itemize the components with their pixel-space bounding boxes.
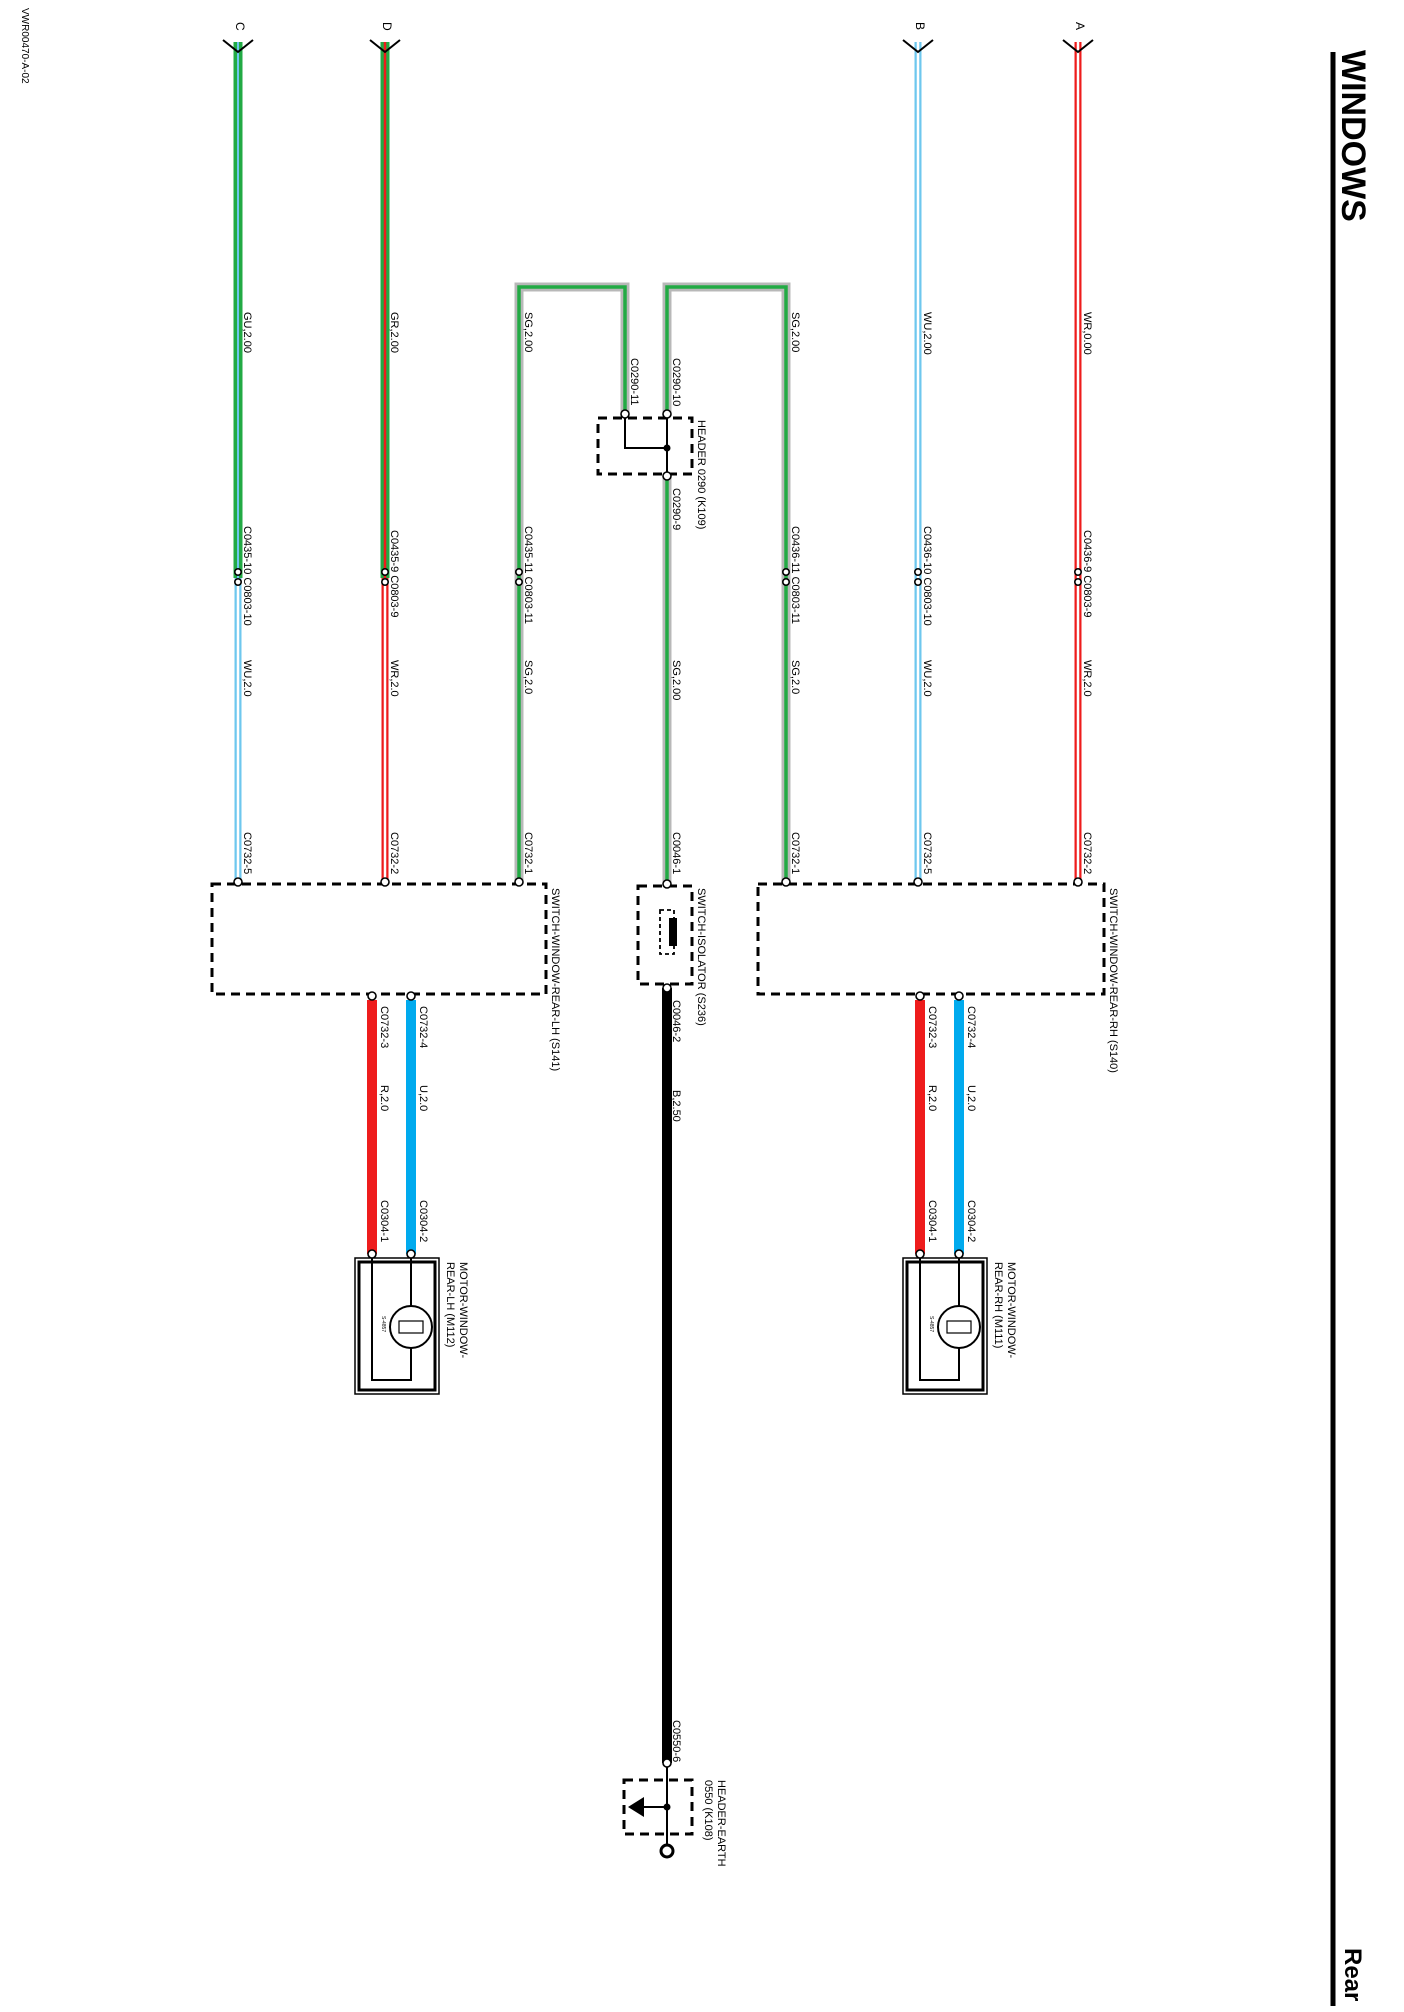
wire-lh-motor-r-label: R,2.0 xyxy=(378,1085,390,1111)
conn-rh-motor-1: C0304-1 xyxy=(926,1200,938,1242)
conn-rh-out-r: C0732-3 xyxy=(926,1006,938,1048)
figure-id: VWR00470-A-02 xyxy=(19,8,30,84)
wire-lh-motor-u-label: U,2.0 xyxy=(417,1085,429,1111)
conn-lh-out-u: C0732-4 xyxy=(417,1006,429,1048)
motor-rh-label-1: MOTOR-WINDOW- xyxy=(1005,1262,1017,1358)
conn-rh-out-u: C0732-4 xyxy=(965,1006,977,1048)
conn-lh-in-1: C0732-5 xyxy=(241,832,253,874)
motor-window-rear-lh xyxy=(354,1249,440,1395)
conn-hdr-10: C0290-10 xyxy=(670,358,682,406)
conn-rh-in-1: C0732-2 xyxy=(1081,832,1093,874)
switch-window-rear-lh xyxy=(210,877,548,1001)
earth-label-1: HEADER-EARTH xyxy=(715,1780,727,1867)
wire-d-bottom-label: WR,2.0 xyxy=(388,660,400,697)
motor-lh-label-2: REAR-LH (M112) xyxy=(444,1262,456,1347)
isolator-label: SWITCH-ISOLATOR (S236) xyxy=(695,888,707,1026)
conn-lh-out-r: C0732-3 xyxy=(378,1006,390,1048)
inline-pins xyxy=(234,567,1083,586)
wire-labels: WR,0.00 WR,2.0 WU,2.00 WU,2.0 SG,2.00 SG… xyxy=(241,312,1093,1122)
conn-lh-in-3: C0732-1 xyxy=(522,832,534,874)
wire-rh-sg-bottom-label: SG,2.0 xyxy=(789,660,801,694)
wire-lh-sg-bottom-label: SG,2.0 xyxy=(522,660,534,694)
conn-lh-sg-inline: C0435-11 C0803-11 xyxy=(522,526,534,624)
conn-lh-motor-2: C0304-2 xyxy=(417,1200,429,1242)
wire-earth-label: B,2.50 xyxy=(670,1090,682,1122)
switch-window-rear-rh xyxy=(756,877,1106,1001)
wire-rh-sg-top-label: SG,2.00 xyxy=(789,312,801,352)
wire-rh-sg xyxy=(662,282,791,882)
conn-rh-in-3: C0732-1 xyxy=(789,832,801,874)
ref-b-label: B xyxy=(913,22,927,30)
wire-a-bottom-label: WR,2.0 xyxy=(1081,660,1093,697)
motor-lh-mark: S-4857 xyxy=(380,1316,386,1332)
wire-d-top-label: GR,2.00 xyxy=(388,312,400,353)
wire-b-bottom-label: WU,2.0 xyxy=(921,660,933,697)
wire-group xyxy=(233,42,1082,1763)
conn-c-inline: C0435-10 C0803-10 xyxy=(241,526,253,626)
switch-lh-label: SWITCH-WINDOW-REAR-LH (S141) xyxy=(549,888,561,1071)
earth-label-2: 0550 (K108) xyxy=(702,1780,714,1841)
conn-rh-in-2: C0732-5 xyxy=(921,832,933,874)
header-0290 xyxy=(596,409,694,481)
motor-window-rear-rh xyxy=(902,1249,988,1395)
wire-c-top-label: GU,2.00 xyxy=(241,312,253,353)
header-earth-0550 xyxy=(622,1758,694,1859)
motor-rh-mark: S-4857 xyxy=(928,1316,934,1332)
motor-rh-label-2: REAR-RH (M111) xyxy=(992,1262,1004,1348)
ref-a-label: A xyxy=(1073,22,1087,30)
header-0290-label: HEADER 0290 (K109) xyxy=(695,420,707,529)
wire-lh-sg-top-label: SG,2.00 xyxy=(522,312,534,352)
conn-d-inline: C0435-9 C0803-9 xyxy=(388,530,400,617)
conn-a-inline: C0436-9 C0803-9 xyxy=(1081,530,1093,617)
page-title: WINDOWS xyxy=(1334,50,1372,222)
conn-iso-in: C0046-1 xyxy=(670,832,682,874)
conn-lh-in-2: C0732-2 xyxy=(388,832,400,874)
wire-a-top-label: WR,0.00 xyxy=(1081,312,1093,355)
motor-lh-label-1: MOTOR-WINDOW- xyxy=(457,1262,469,1358)
conn-lh-motor-1: C0304-1 xyxy=(378,1200,390,1242)
conn-rh-motor-2: C0304-2 xyxy=(965,1200,977,1242)
page-subtitle: Rear xyxy=(1339,1948,1366,2001)
wire-b-top-label: WU,2.00 xyxy=(921,312,933,355)
conn-b-inline: C0436-10 C0803-10 xyxy=(921,526,933,626)
conn-rh-sg-inline: C0436-11 C0803-11 xyxy=(789,526,801,624)
conn-iso-out: C0046-2 xyxy=(670,1000,682,1042)
connector-labels: C0436-9 C0803-9 C0436-10 C0803-10 C0436-… xyxy=(241,358,1093,1762)
switch-isolator xyxy=(636,879,694,993)
ref-d-label: D xyxy=(380,22,394,31)
wire-rh-motor-r-label: R,2.0 xyxy=(926,1085,938,1111)
wire-iso-sg-label: SG,2.00 xyxy=(670,660,682,700)
switch-rh-label: SWITCH-WINDOW-REAR-RH (S140) xyxy=(1107,888,1119,1073)
conn-hdr-9: C0290-9 xyxy=(670,488,682,530)
wire-c-bottom-label: WU,2.0 xyxy=(241,660,253,697)
conn-earth-hdr: C0550-6 xyxy=(670,1720,682,1762)
wire-rh-motor-u-label: U,2.0 xyxy=(965,1085,977,1111)
off-page-refs xyxy=(222,39,1094,54)
conn-hdr-11: C0290-11 xyxy=(628,358,640,406)
ref-c-label: C xyxy=(233,22,247,31)
